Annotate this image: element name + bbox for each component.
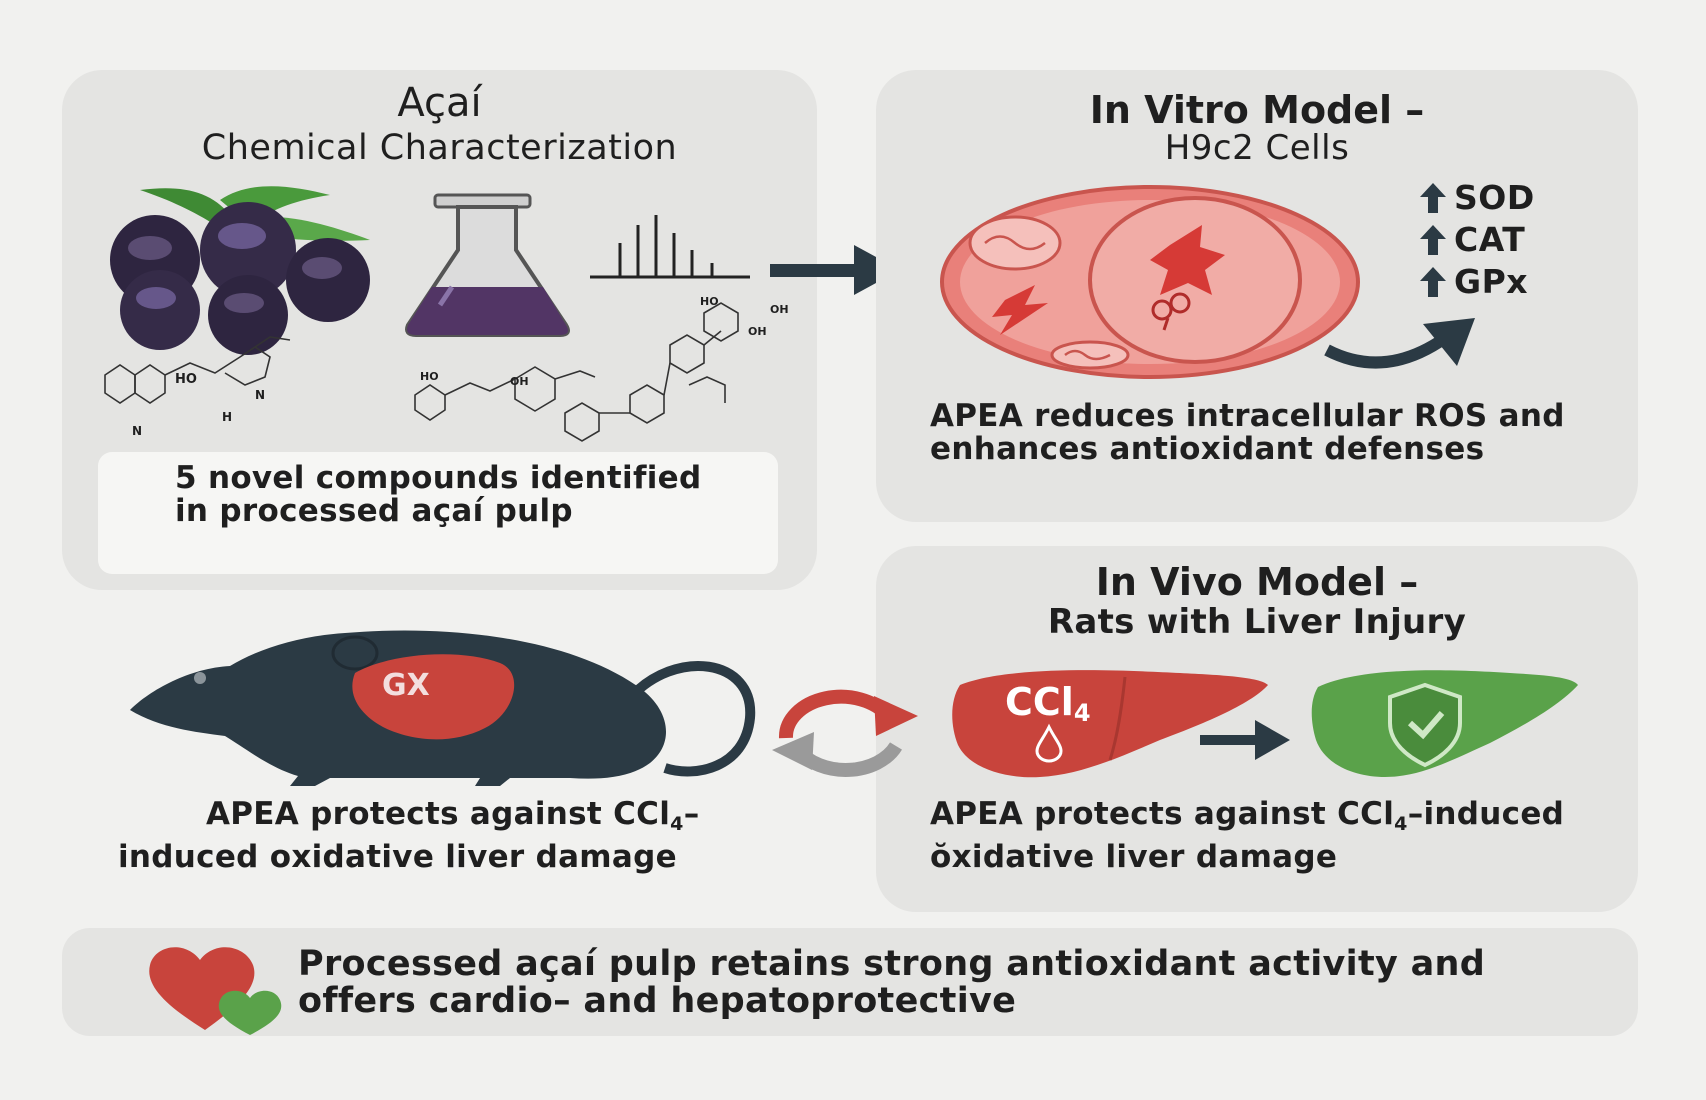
- ccl4-text: CCl: [1005, 680, 1074, 724]
- rat-caption-post: –induced oxidative liver damage: [118, 796, 700, 875]
- sod-label: SOD: [1454, 178, 1535, 217]
- ccl4-label: CCl4: [1005, 680, 1091, 727]
- acai-title: Açaí: [397, 80, 482, 126]
- acai-subtitle: Chemical Characterization: [201, 128, 678, 168]
- in-vivo-title: In Vivo Model –: [1095, 560, 1419, 604]
- arrow-up-icon: [1420, 178, 1454, 217]
- in-vivo-description-sub: 4: [1394, 813, 1408, 835]
- arrow-up-icon: [1420, 220, 1454, 259]
- atom-label-oh1: OH: [510, 375, 529, 388]
- rat-liver-label: GX: [382, 668, 430, 703]
- cat-label: CAT: [1454, 220, 1526, 259]
- atom-label-h1: H: [222, 410, 233, 424]
- in-vivo-description: APEA protects against CCl4–induced ŏxida…: [930, 798, 1580, 874]
- atom-label-oh2: OH: [770, 303, 789, 316]
- healthy-liver-icon: [1311, 670, 1578, 777]
- chemical-structures-icon: [104, 302, 739, 442]
- rat-caption: APEA protects against CCl4–induced oxida…: [118, 798, 758, 874]
- damaged-liver-icon: [952, 670, 1268, 778]
- rat-icon: [130, 630, 756, 786]
- compounds-note: 5 novel compounds identified in processe…: [175, 460, 702, 529]
- in-vitro-description: APEA reduces intracellular ROS and enhan…: [930, 398, 1565, 467]
- mass-spectrum-icon: [590, 215, 750, 279]
- droplet-icon: [1035, 723, 1063, 763]
- flask-icon: [405, 193, 570, 337]
- arrow-right-icon: [1200, 720, 1290, 760]
- in-vivo-description-post: –induced ŏxidative liver damage: [930, 796, 1565, 875]
- atom-label-ho1: HO: [175, 372, 197, 387]
- atom-label-n1: N: [132, 424, 143, 438]
- compounds-note-box: [98, 452, 778, 574]
- atom-label-ho2: HO: [420, 370, 439, 383]
- gpx-marker: GPx: [1420, 262, 1528, 301]
- atom-label-ho3: HO: [700, 295, 719, 308]
- h9c2-cell-icon: [940, 185, 1360, 379]
- curved-arrow-icon: [1324, 318, 1475, 369]
- rat-caption-sub: 4: [670, 813, 684, 835]
- in-vivo-subtitle: Rats with Liver Injury: [1047, 602, 1467, 642]
- atom-label-n2: N: [255, 388, 266, 402]
- rat-caption-pre: APEA protects against CCl: [206, 796, 671, 832]
- in-vivo-description-pre: APEA protects against CCl: [930, 796, 1395, 832]
- conclusion-text: Processed açaí pulp retains strong antio…: [298, 944, 1486, 1021]
- hearts-icon: [149, 947, 282, 1035]
- in-vitro-title: In Vitro Model –: [1089, 88, 1425, 132]
- cat-marker: CAT: [1420, 220, 1525, 259]
- cycle-arrows-icon: [772, 689, 918, 777]
- arrow-up-icon: [1420, 262, 1454, 301]
- sod-marker: SOD: [1420, 178, 1535, 217]
- gpx-label: GPx: [1454, 262, 1529, 301]
- ccl4-subscript: 4: [1073, 699, 1091, 727]
- in-vitro-subtitle: H9c2 Cells: [1164, 128, 1350, 168]
- acai-berries-icon: [110, 186, 370, 355]
- atom-label-oh3: OH: [748, 325, 767, 338]
- conclusion-panel: [62, 928, 1638, 1036]
